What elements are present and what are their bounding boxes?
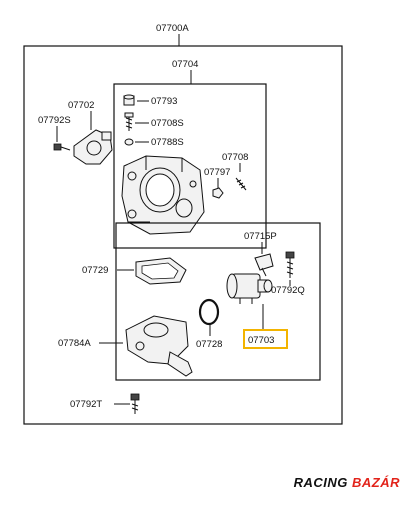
idle-valve-box [115,222,321,381]
outer-frame [23,45,343,425]
label-07784A: 07784A [58,338,91,349]
label-07792T: 07792T [70,399,102,410]
bolt-07792T [130,393,140,414]
idle-valve-07703 [226,273,273,304]
sensor-07702 [73,129,113,165]
label-07793: 07793 [151,96,177,107]
label-07708S: 07708S [151,118,184,129]
screw-07708S [124,112,134,131]
screw-07788S [124,138,134,146]
nut-07797 [212,187,224,199]
housing-07784A [125,315,193,377]
label-07702: 07702 [68,100,94,111]
brand-part2: BAZÁR [352,475,400,490]
label-07708: 07708 [222,152,248,163]
oring-07728 [198,298,220,326]
label-07792Q: 07792Q [271,285,305,296]
label-07703: 07703 [248,335,274,346]
label-07797: 07797 [204,167,230,178]
label-07792S: 07792S [38,115,71,126]
screw-07792S [53,143,71,151]
bracket-07715P [254,253,274,277]
label-07704: 07704 [172,59,198,70]
bolt-07792Q [285,251,295,278]
label-07729: 07729 [82,265,108,276]
brand-part1: RACING [293,475,348,490]
label-07788S: 07788S [151,137,184,148]
label-07728: 07728 [196,339,222,350]
stud-07708 [235,177,247,191]
throttle-body-box [113,83,267,249]
throttle-body [121,155,205,235]
label-07715P: 07715P [244,231,277,242]
label-07700A: 07700A [156,23,189,34]
cap-07793 [123,94,135,106]
highlight-07703 [243,329,288,349]
gasket-07729 [135,257,187,285]
brand-watermark: RACING BAZÁR [294,475,400,490]
